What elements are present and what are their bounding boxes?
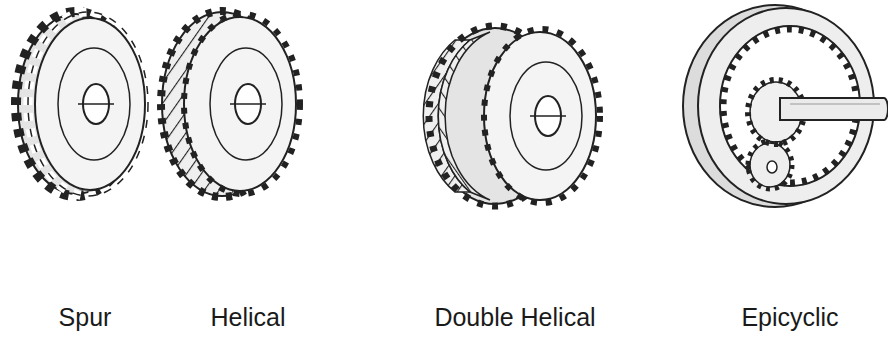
gear-type-label: Epicyclic [741, 302, 838, 332]
double-helical-gear [423, 26, 600, 206]
helical-gear [161, 11, 300, 197]
gear-type-label: Double Helical [434, 302, 595, 332]
gear-type-label: Helical [210, 302, 285, 332]
spur-gear [16, 12, 148, 196]
epicyclic-gear [683, 5, 888, 207]
gear-type-label: Spur [59, 302, 112, 332]
